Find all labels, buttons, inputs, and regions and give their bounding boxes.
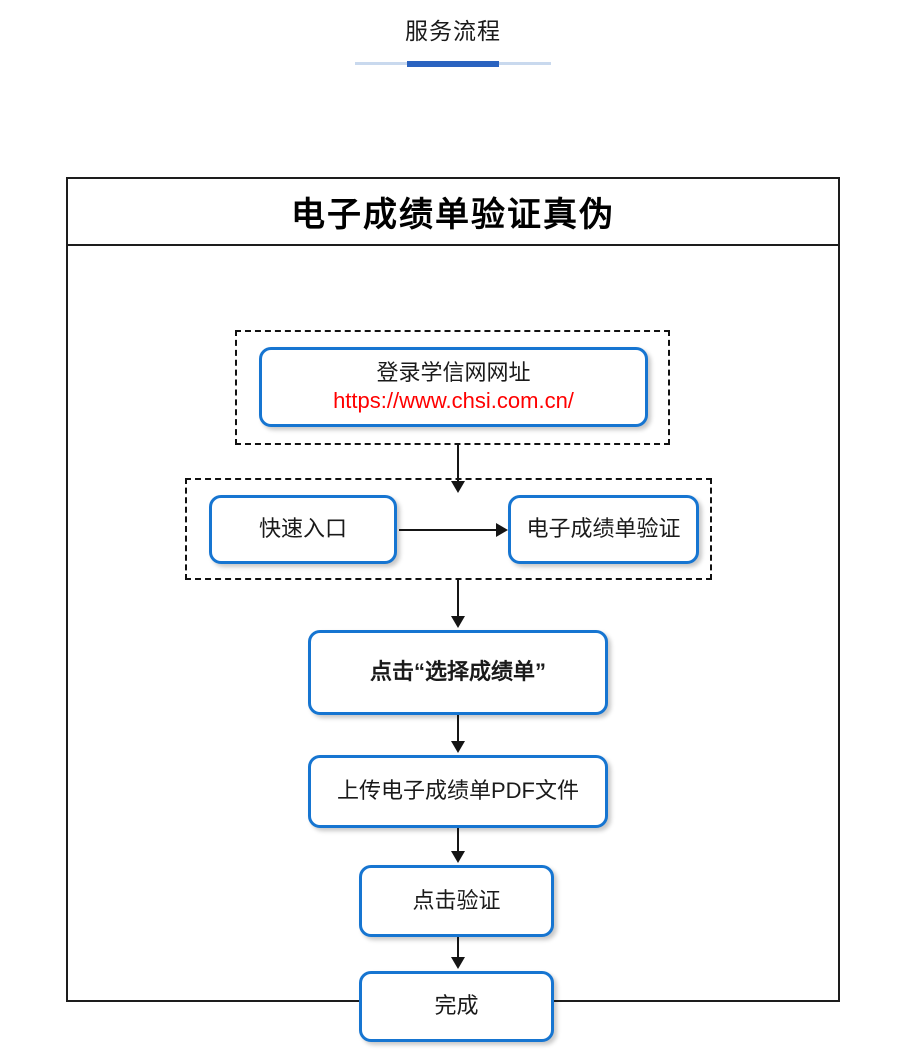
flowchart-body: 登录学信网网址 https://www.chsi.com.cn/ 快速入口 电子… (68, 246, 838, 1042)
flowchart-title: 电子成绩单验证真伪 (291, 196, 615, 234)
connector-entry-to-select (457, 580, 459, 618)
flow-node-login-label: 登录学信网网址 (376, 359, 531, 385)
flow-node-login-url[interactable]: https://www.chsi.com.cn/ (333, 388, 574, 413)
flow-node-quick-entry-label: 快速入口 (258, 516, 347, 542)
page-header: 服务流程 (0, 0, 906, 67)
connector-login-to-entry (457, 445, 459, 483)
flow-node-select-transcript-label: 点击“选择成绩单” (369, 659, 546, 685)
flowchart-title-bar: 电子成绩单验证真伪 (68, 179, 838, 246)
flow-node-done[interactable]: 完成 (359, 971, 554, 1042)
flow-node-login[interactable]: 登录学信网网址 https://www.chsi.com.cn/ (259, 347, 648, 427)
page-title-underline (355, 61, 551, 67)
connector-select-to-upload (457, 715, 459, 743)
flow-node-upload-pdf[interactable]: 上传电子成绩单PDF文件 (308, 755, 608, 828)
flow-node-click-verify-label: 点击验证 (412, 887, 501, 913)
connector-upload-to-verify (457, 828, 459, 853)
flow-node-done-label: 完成 (434, 993, 479, 1019)
page-title-underline-accent (407, 61, 499, 67)
flow-node-select-transcript[interactable]: 点击“选择成绩单” (308, 630, 608, 715)
flow-node-transcript-verification[interactable]: 电子成绩单验证 (508, 495, 699, 564)
flowchart-frame: 电子成绩单验证真伪 登录学信网网址 https://www.chsi.com.c… (66, 177, 840, 1042)
flow-node-quick-entry[interactable]: 快速入口 (209, 495, 397, 564)
connector-verify-to-done (457, 937, 459, 959)
page-title: 服务流程 (405, 18, 501, 44)
flow-node-click-verify[interactable]: 点击验证 (359, 865, 554, 937)
connector-entry-to-verification (399, 529, 498, 531)
flow-node-upload-pdf-label: 上传电子成绩单PDF文件 (336, 778, 579, 804)
group-login-container (235, 330, 670, 445)
group-entry-container (185, 478, 712, 580)
flow-node-transcript-verification-label: 电子成绩单验证 (526, 516, 681, 542)
